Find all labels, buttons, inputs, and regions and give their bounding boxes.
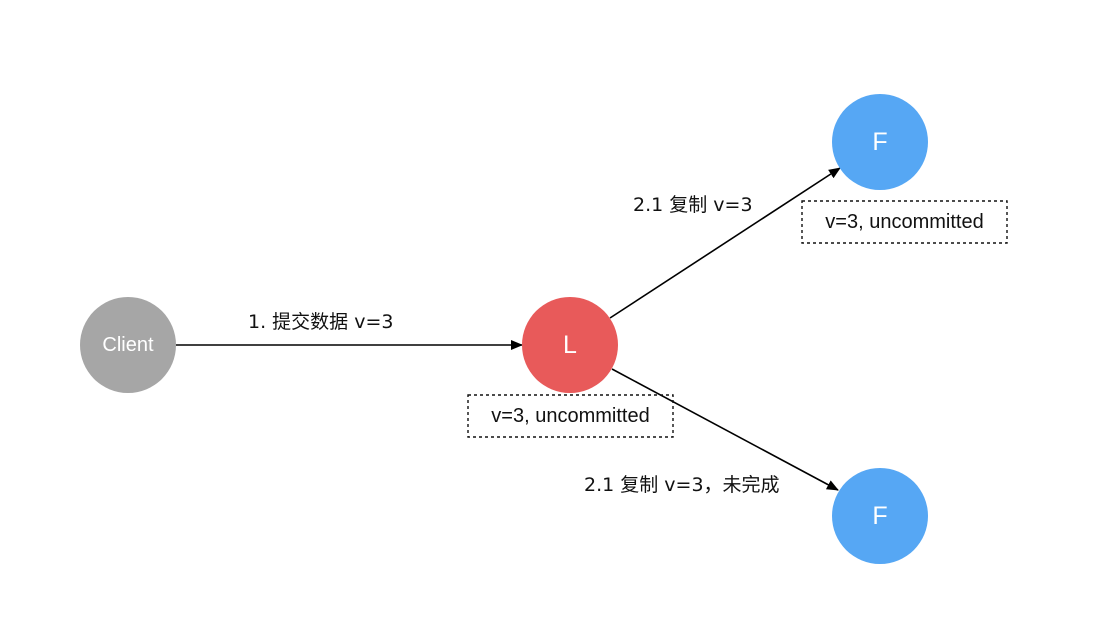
follower-top-status-text: v=3, uncommitted <box>825 211 983 233</box>
follower-bottom-node: F <box>832 468 928 564</box>
leader-node-label: L <box>563 331 577 359</box>
edge-leader-to-follower-top <box>609 167 841 319</box>
follower-bottom-node-label: F <box>872 502 887 530</box>
follower-top-node-circle <box>832 94 928 190</box>
leader-status-text: v=3, uncommitted <box>491 405 649 427</box>
follower-top-status-box-border <box>801 200 1008 244</box>
follower-bottom-node-circle <box>832 468 928 564</box>
edge-label-client-to-leader: 1. 提交数据 v=3 <box>248 311 393 333</box>
client-node-circle <box>80 297 176 393</box>
follower-top-node: F <box>832 94 928 190</box>
edge-label-leader-to-follower-top: 2.1 复制 v=3 <box>633 194 753 216</box>
leader-node: L <box>522 297 618 393</box>
edge-leader-to-follower-bottom <box>611 368 839 491</box>
client-node-label: Client <box>102 334 154 356</box>
leader-status-box: v=3, uncommitted <box>467 394 674 438</box>
leader-node-circle <box>522 297 618 393</box>
client-node: Client <box>80 297 176 393</box>
follower-top-status-box: v=3, uncommitted <box>801 200 1008 244</box>
leader-status-box-border <box>467 394 674 438</box>
follower-top-node-label: F <box>872 128 887 156</box>
edge-label-leader-to-follower-bottom: 2.1 复制 v=3，未完成 <box>584 474 780 496</box>
